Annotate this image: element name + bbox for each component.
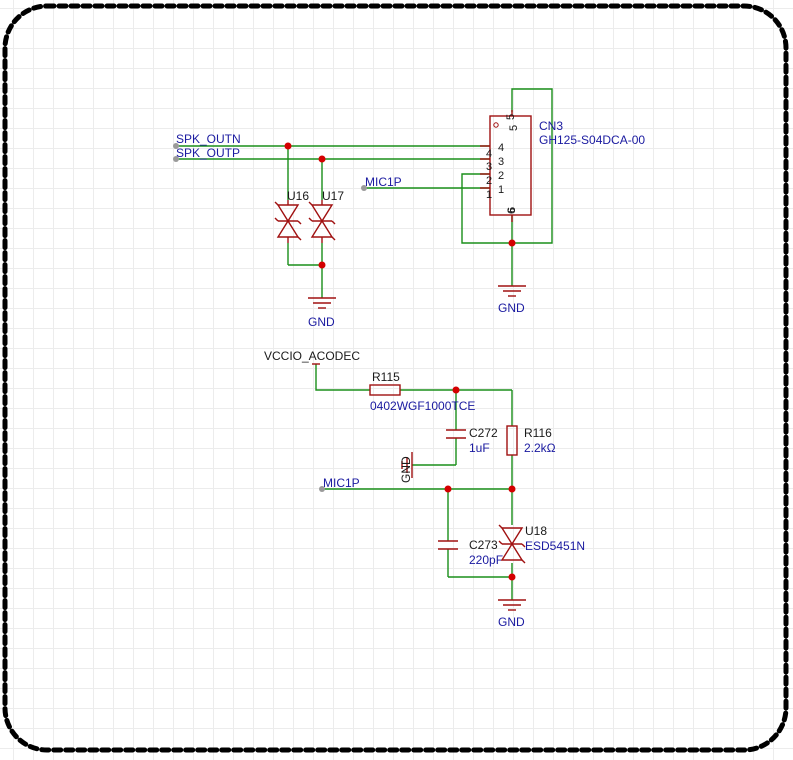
wires-bottom xyxy=(315,364,513,600)
r116-ref: R116 xyxy=(524,426,552,440)
net-mic1p-top: MIC1P xyxy=(365,175,402,189)
c272-ref: C272 xyxy=(469,426,498,440)
resistor-r116[interactable]: R116 2.2kΩ xyxy=(506,425,556,456)
cn3-pin-3-label: 3 xyxy=(498,156,504,168)
u16-ref: U16 xyxy=(287,189,309,203)
gnd-label-1: GND xyxy=(308,315,335,329)
cn3-pin-4-label: 4 xyxy=(498,142,504,154)
cn3-pin-5-label: 5 xyxy=(505,114,517,120)
junctions-top xyxy=(284,142,516,269)
cn3-pin-5-inner: 5 xyxy=(508,125,520,131)
connector-cn3[interactable]: 4 3 2 1 5 6 4 3 2 1 5 6 CN3 GH125-S04DCA… xyxy=(480,110,645,222)
gnd-symbol-2: GND xyxy=(498,285,526,315)
net-labels-bottom: MIC1P xyxy=(319,476,360,492)
cn3-pin-2-inner: 2 xyxy=(486,175,492,187)
cn3-pin-4-inner: 4 xyxy=(486,148,492,160)
cn3-pin-1-label: 1 xyxy=(498,184,504,196)
junctions-bottom xyxy=(444,386,516,581)
cn3-pin-1-inner: 1 xyxy=(486,189,492,201)
r116-value: 2.2kΩ xyxy=(524,441,556,455)
net-spk-outn: SPK_OUTN xyxy=(176,132,241,146)
cn3-pin-2-label: 2 xyxy=(498,170,504,182)
net-mic1p-bottom: MIC1P xyxy=(323,476,360,490)
tvs-u17[interactable]: U17 xyxy=(308,189,344,243)
gnd-label-2: GND xyxy=(498,301,525,315)
gnd-label-3: GND xyxy=(399,456,413,483)
gnd-symbol-4: GND xyxy=(498,599,526,629)
resistor-r115[interactable]: R115 0402WGF1000TCE xyxy=(369,370,475,413)
u17-ref: U17 xyxy=(322,189,344,203)
u18-value: ESD5451N xyxy=(525,539,585,553)
u18-ref: U18 xyxy=(525,524,547,538)
capacitor-c272[interactable]: C272 1uF xyxy=(446,426,498,455)
vccio-flag: VCCIO_ACODEC xyxy=(264,349,360,365)
cn3-pin-6-inner: 6 xyxy=(506,207,518,213)
net-vccio: VCCIO_ACODEC xyxy=(264,349,360,363)
gnd-label-4: GND xyxy=(498,615,525,629)
cn3-value: GH125-S04DCA-00 xyxy=(539,133,645,147)
r115-ref: R115 xyxy=(372,370,400,384)
gnd-symbol-1: GND xyxy=(308,297,336,329)
gnd-symbol-3: GND xyxy=(399,452,413,483)
tvs-u18[interactable]: U18 ESD5451N xyxy=(498,524,585,564)
cn3-ref: CN3 xyxy=(539,119,563,133)
net-spk-outp: SPK_OUTP xyxy=(176,146,240,160)
capacitor-c273[interactable]: C273 220pF xyxy=(438,538,503,567)
cn3-pin-3-inner: 3 xyxy=(486,161,492,173)
cn3-pin-6-label: 6 xyxy=(506,208,518,214)
tvs-u16[interactable]: U16 xyxy=(274,189,309,243)
net-labels-top: SPK_OUTN SPK_OUTP MIC1P xyxy=(173,132,402,191)
c273-value: 220pF xyxy=(469,553,503,567)
wires-top xyxy=(176,88,553,298)
c272-value: 1uF xyxy=(469,441,490,455)
sheet-frame xyxy=(2,3,789,753)
c273-ref: C273 xyxy=(469,538,498,552)
r115-value: 0402WGF1000TCE xyxy=(370,399,475,413)
